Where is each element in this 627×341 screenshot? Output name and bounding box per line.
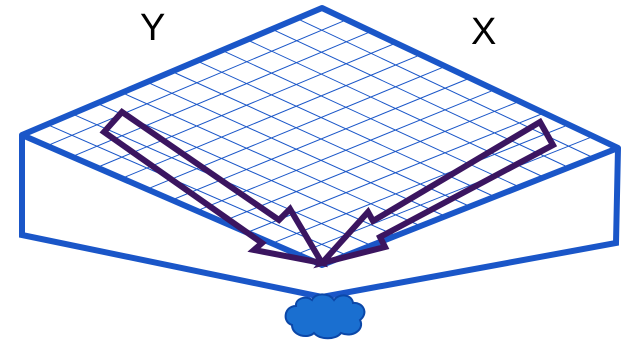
right-side-wall <box>321 147 621 300</box>
left-wall-outline <box>19 135 323 300</box>
right-wall-outline <box>321 147 621 300</box>
arrow-from-y-corner <box>99 108 328 268</box>
grid-line <box>46 123 347 256</box>
left-side-wall <box>19 135 323 300</box>
outlet-cloud <box>284 293 366 340</box>
x-axis-label: X <box>471 11 496 53</box>
y-axis-label: Y <box>140 7 165 49</box>
arrow-from-x-corner <box>313 117 558 269</box>
grid-line <box>296 135 594 255</box>
